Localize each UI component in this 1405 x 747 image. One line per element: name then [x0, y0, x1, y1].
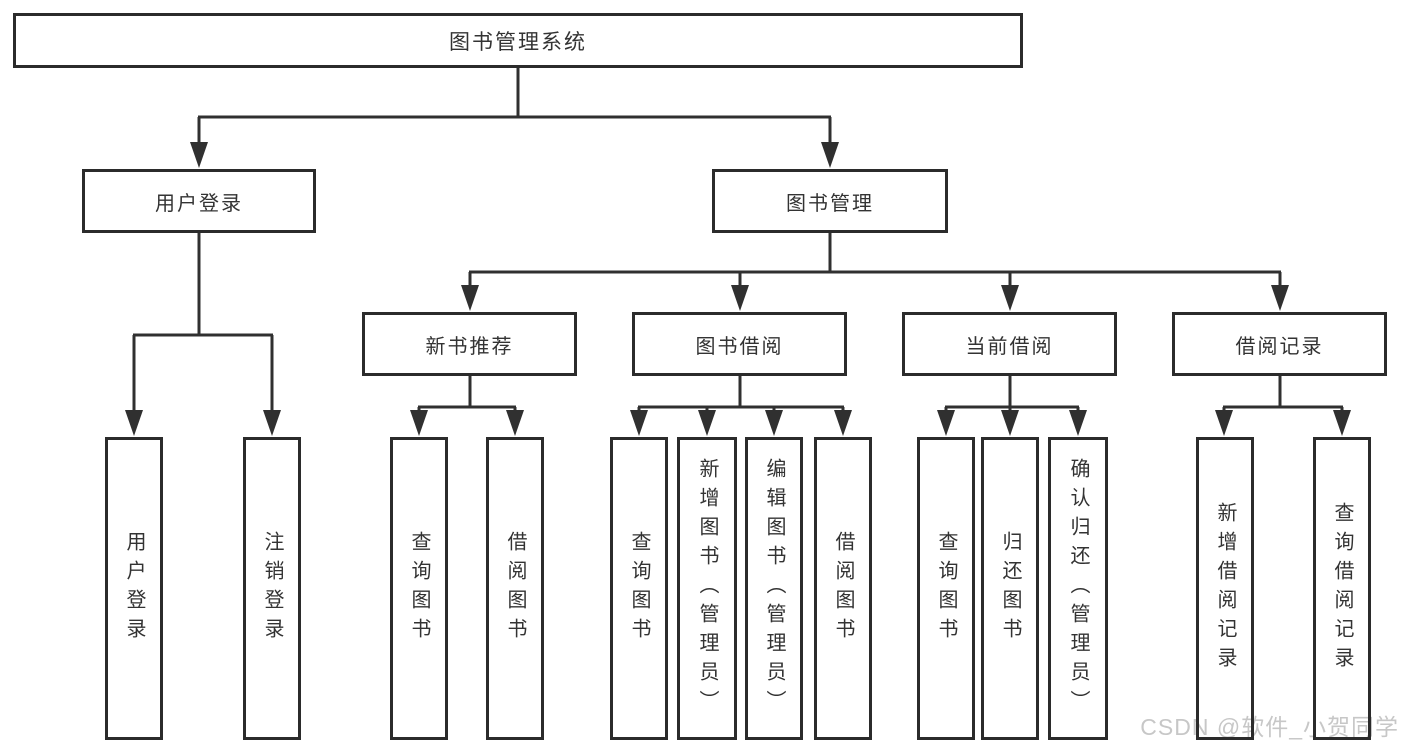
node-label: 注销登录: [261, 530, 283, 647]
arrowhead-icon: [506, 410, 524, 436]
node-label: 编辑图书（管理员）: [763, 458, 785, 719]
node-new-book-recommendation: 新书推荐: [362, 312, 577, 376]
watermark: CSDN @软件_小贺同学: [1140, 714, 1399, 740]
arrowhead-icon: [1271, 285, 1289, 311]
arrowhead-icon: [461, 285, 479, 311]
node-label: 确认归还（管理员）: [1067, 458, 1089, 719]
arrowhead-icon: [834, 410, 852, 436]
leaf-query-borrow-record: 查询借阅记录: [1313, 437, 1371, 740]
arrowhead-icon: [630, 410, 648, 436]
arrowhead-icon: [1215, 410, 1233, 436]
node-book-management: 图书管理: [712, 169, 948, 233]
node-label: 借阅图书: [832, 530, 854, 647]
leaf-borrow-books: 借阅图书: [814, 437, 872, 740]
node-label: 图书管理系统: [449, 30, 587, 54]
node-label: 查询借阅记录: [1331, 501, 1353, 676]
node-label: 图书管理: [786, 192, 874, 215]
node-label: 查询图书: [935, 530, 957, 647]
arrowhead-icon: [765, 410, 783, 436]
leaf-query-books-current: 查询图书: [917, 437, 975, 740]
leaf-return-books: 归还图书: [981, 437, 1039, 740]
arrowhead-icon: [190, 142, 208, 168]
arrowhead-icon: [937, 410, 955, 436]
node-label: 图书借阅: [695, 335, 784, 358]
arrowhead-icon: [1001, 410, 1019, 436]
node-label: 查询图书: [408, 530, 430, 647]
leaf-edit-books-admin: 编辑图书（管理员）: [745, 437, 803, 740]
arrowhead-icon: [698, 410, 716, 436]
leaf-add-borrow-record: 新增借阅记录: [1196, 437, 1254, 740]
node-label: 用户登录: [155, 192, 243, 215]
arrowhead-icon: [821, 142, 839, 168]
node-book-borrowing: 图书借阅: [632, 312, 847, 376]
node-label: 查询图书: [628, 530, 650, 647]
arrowhead-icon: [731, 285, 749, 311]
leaf-add-books-admin: 新增图书（管理员）: [677, 437, 737, 740]
node-label: 用户登录: [123, 530, 145, 647]
node-label: 新书推荐: [425, 335, 514, 358]
leaf-borrow-books-recommend: 借阅图书: [486, 437, 544, 740]
arrowhead-icon: [1069, 410, 1087, 436]
arrowhead-icon: [410, 410, 428, 436]
node-label: 当前借阅: [965, 335, 1054, 358]
node-label: 归还图书: [999, 530, 1021, 647]
arrowhead-icon: [1333, 410, 1351, 436]
leaf-confirm-return-admin: 确认归还（管理员）: [1048, 437, 1108, 740]
node-user-login: 用户登录: [82, 169, 316, 233]
node-label: 新增图书（管理员）: [696, 458, 718, 719]
arrowhead-icon: [1001, 285, 1019, 311]
leaf-query-books-recommend: 查询图书: [390, 437, 448, 740]
node-label: 新增借阅记录: [1214, 501, 1236, 676]
node-current-borrowing: 当前借阅: [902, 312, 1117, 376]
leaf-user-login: 用户登录: [105, 437, 163, 740]
arrowhead-icon: [125, 410, 143, 436]
node-label: 借阅记录: [1235, 335, 1324, 358]
arrowhead-icon: [263, 410, 281, 436]
node-library-management-system: 图书管理系统: [13, 13, 1023, 68]
leaf-logout: 注销登录: [243, 437, 301, 740]
leaf-query-books-borrow: 查询图书: [610, 437, 668, 740]
node-label: 借阅图书: [504, 530, 526, 647]
node-borrowing-records: 借阅记录: [1172, 312, 1387, 376]
